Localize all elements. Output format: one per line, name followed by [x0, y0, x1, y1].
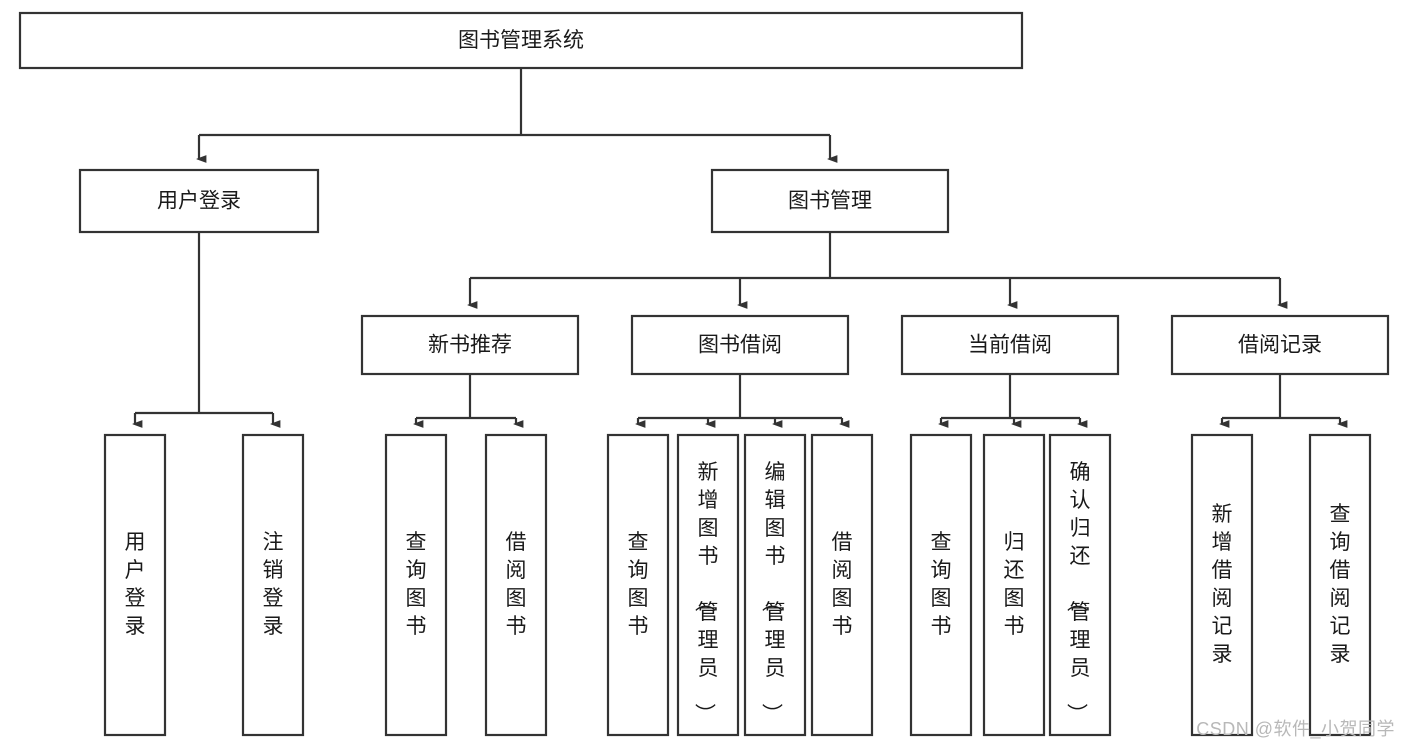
leaf-brw-add-book[interactable]: 新增图书（管理员） — [676, 433, 740, 737]
watermark-text: CSDN @软件_小贺同学 — [1196, 719, 1395, 739]
leaf-cur-return-book-label: 归还图书 — [1004, 531, 1025, 638]
node-new-book-rec-label: 新书推荐 — [428, 334, 512, 357]
leaf-cur-return-book[interactable]: 归还图书 — [982, 433, 1046, 737]
leaf-rec-query-book-label: 查询图书 — [406, 531, 427, 638]
leaf-brw-query-book-label: 查询图书 — [628, 531, 649, 638]
leaf-brw-edit-book-label: 编辑图书（管理员） — [760, 461, 786, 724]
leaf-brw-edit-book[interactable]: 编辑图书（管理员） — [743, 433, 807, 737]
leaf-rec-borrow-book[interactable]: 借阅图书 — [484, 433, 548, 737]
root-node-system-label: 图书管理系统 — [458, 29, 584, 52]
leaf-rec-query-book[interactable]: 查询图书 — [384, 433, 448, 737]
node-borrow-record-label: 借阅记录 — [1238, 334, 1322, 357]
leaf-rec-query-record[interactable]: 查询借阅记录 — [1308, 433, 1372, 737]
leaf-brw-borrow-book-label: 借阅图书 — [832, 531, 853, 638]
leaf-rec-add-record-label: 新增借阅记录 — [1212, 503, 1233, 666]
leaf-user-logout[interactable]: 注销登录 — [241, 433, 305, 737]
connector-lines — [135, 68, 1340, 424]
node-new-book-rec[interactable]: 新书推荐 — [360, 314, 580, 376]
leaf-brw-query-book[interactable]: 查询图书 — [606, 433, 670, 737]
leaf-user-login[interactable]: 用户登录 — [103, 433, 167, 737]
node-user-login-label: 用户登录 — [157, 190, 241, 213]
leaf-brw-add-book-label: 新增图书（管理员） — [693, 461, 719, 724]
leaf-cur-confirm-return-label: 确认归还（管理员） — [1065, 461, 1091, 724]
node-book-borrow-label: 图书借阅 — [698, 334, 782, 357]
leaf-brw-borrow-book[interactable]: 借阅图书 — [810, 433, 874, 737]
leaf-cur-confirm-return[interactable]: 确认归还（管理员） — [1048, 433, 1112, 737]
node-current-borrow[interactable]: 当前借阅 — [900, 314, 1120, 376]
leaf-rec-query-record-label: 查询借阅记录 — [1330, 503, 1351, 666]
node-borrow-record[interactable]: 借阅记录 — [1170, 314, 1390, 376]
node-book-manage-label: 图书管理 — [788, 190, 872, 213]
leaf-cur-query-book[interactable]: 查询图书 — [909, 433, 973, 737]
node-boxes: 图书管理系统用户登录图书管理新书推荐图书借阅当前借阅借阅记录用户登录注销登录查询… — [18, 11, 1390, 737]
leaf-user-logout-label: 注销登录 — [263, 531, 284, 638]
leaf-user-login-label: 用户登录 — [125, 531, 146, 638]
leaf-cur-query-book-label: 查询图书 — [931, 531, 952, 638]
node-book-borrow[interactable]: 图书借阅 — [630, 314, 850, 376]
node-book-manage[interactable]: 图书管理 — [710, 168, 950, 234]
leaf-rec-borrow-book-label: 借阅图书 — [506, 531, 527, 638]
node-user-login[interactable]: 用户登录 — [78, 168, 320, 234]
leaf-rec-add-record[interactable]: 新增借阅记录 — [1190, 433, 1254, 737]
root-node-system[interactable]: 图书管理系统 — [18, 11, 1024, 70]
node-current-borrow-label: 当前借阅 — [968, 334, 1052, 357]
